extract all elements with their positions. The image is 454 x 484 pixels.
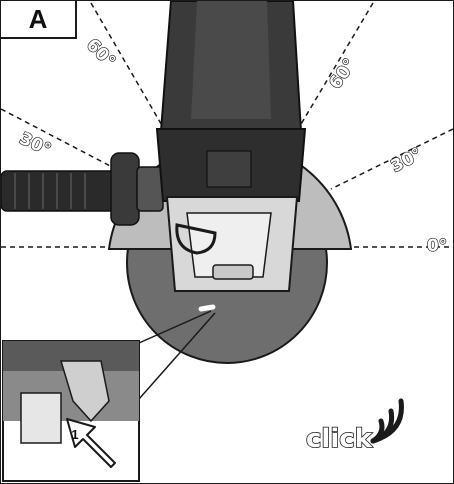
angle-label-right-30: 30° — [388, 144, 426, 177]
figure-label: A — [1, 1, 77, 39]
sound-waves-icon — [370, 398, 404, 444]
motor-housing — [155, 1, 307, 202]
angle-guide-lines — [1, 2, 453, 248]
guide-line-right-30 — [330, 128, 453, 190]
angle-label-left-30: 30° — [16, 129, 54, 161]
angle-label-left-60: 60° — [82, 35, 119, 72]
zoom-callout-lines — [138, 310, 216, 400]
side-handle — [1, 152, 164, 226]
angle-label-right-60: 60° — [325, 55, 360, 93]
click-text: click — [306, 424, 373, 454]
press-arrow-icon — [66, 418, 116, 468]
guide-line-left-60 — [90, 2, 172, 142]
gear-head — [165, 196, 299, 292]
angle-label-zero: 0° — [427, 236, 447, 256]
guard-latch — [198, 304, 216, 312]
inset-detail — [2, 340, 140, 482]
guide-line-left-30 — [1, 108, 117, 170]
inset-step-number: 1 — [71, 427, 78, 442]
